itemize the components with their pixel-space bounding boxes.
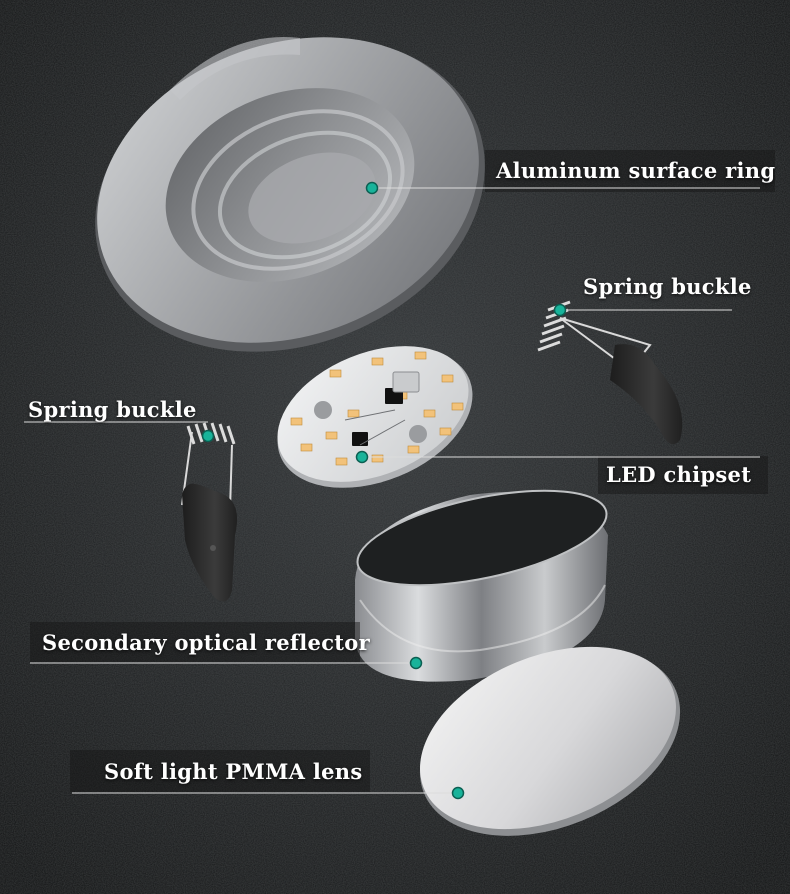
label-secondary-optical-reflector: Secondary optical reflector (42, 630, 370, 655)
label-soft-light-pmma-lens: Soft light PMMA lens (104, 759, 362, 784)
label-spring-buckle-left: Spring buckle (28, 397, 197, 422)
label-aluminum-surface-ring: Aluminum surface ring (496, 158, 775, 183)
marker-spring-left (203, 431, 214, 442)
marker-reflector (411, 658, 422, 669)
label-led-chipset: LED chipset (606, 462, 751, 487)
marker-aluminum (367, 183, 378, 194)
marker-spring-right (555, 305, 566, 316)
marker-led (357, 452, 368, 463)
marker-lens (453, 788, 464, 799)
label-spring-buckle-right: Spring buckle (583, 274, 752, 299)
